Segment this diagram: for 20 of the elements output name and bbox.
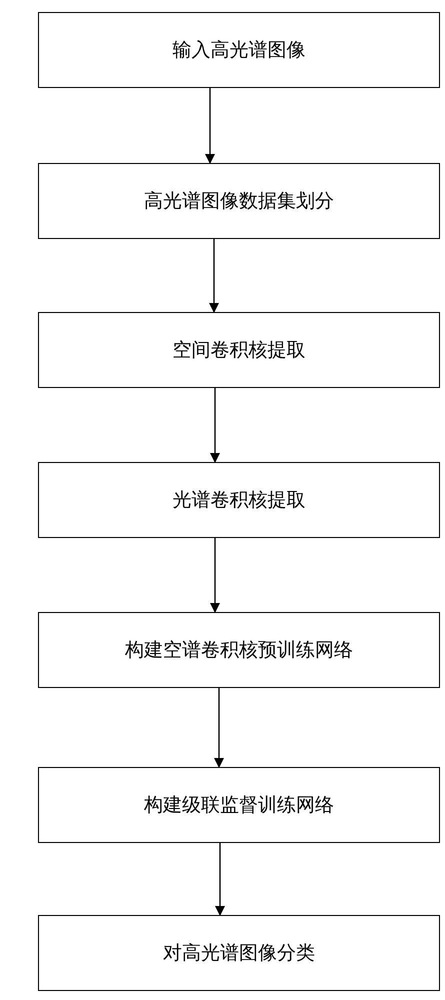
arrow [210, 538, 220, 613]
arrow [210, 388, 220, 463]
step-text: 对高光谱图像分类 [163, 940, 315, 966]
process-box [38, 163, 440, 239]
process-box [38, 915, 440, 991]
step-text: 高光谱图像数据集划分 [144, 188, 334, 214]
step-text: 空间卷积核提取 [172, 338, 306, 363]
process-box [38, 12, 440, 88]
step-text: 光谱卷积核提取 [172, 488, 306, 513]
step-text: 构建级联监督训练网络 [144, 792, 334, 818]
step-text: 构建空谱卷积核预训练网络 [125, 638, 353, 663]
arrow [215, 843, 225, 916]
arrow [205, 88, 215, 164]
process-box [38, 312, 440, 388]
step-text: 输入高光谱图像 [172, 38, 306, 63]
process-box [38, 612, 440, 688]
process-box [38, 462, 440, 538]
arrow [214, 688, 224, 768]
arrow [209, 239, 219, 313]
process-box [38, 767, 440, 843]
